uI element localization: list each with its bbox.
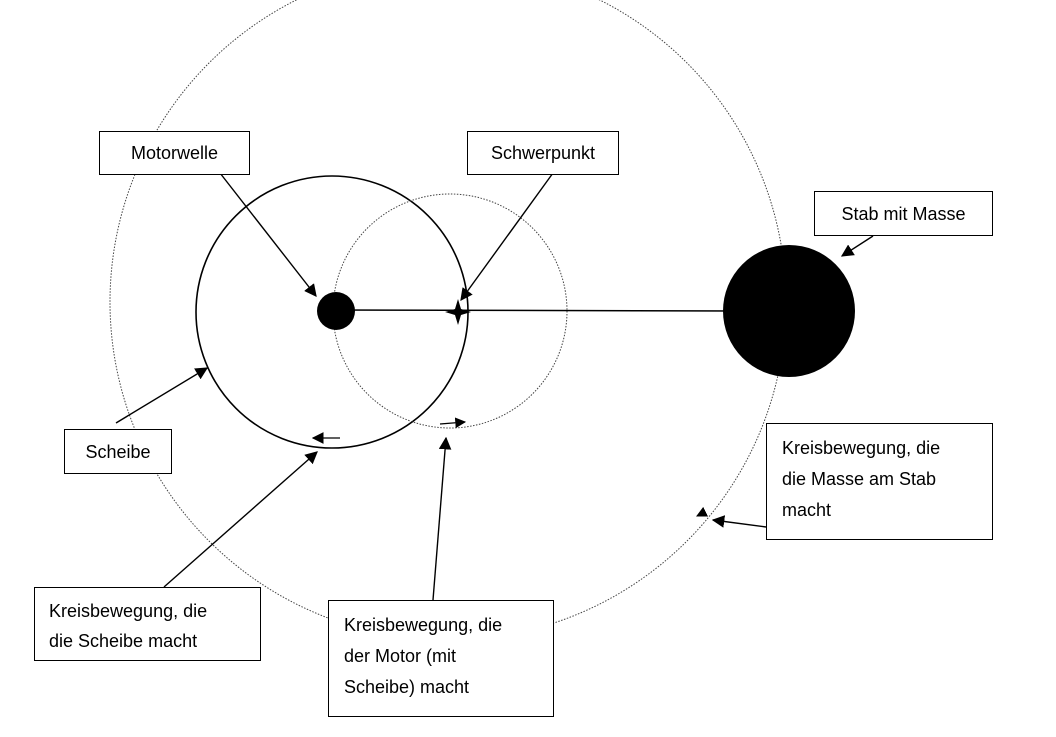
motorwelle-pointer xyxy=(219,172,317,297)
scheibe-pointer xyxy=(115,367,209,424)
rod-line xyxy=(335,309,741,312)
label-kreisbewegung-scheibe: Kreisbewegung, die die Scheibe macht xyxy=(34,587,261,661)
label-schwerpunkt: Schwerpunkt xyxy=(467,131,619,175)
kreis-motor-pointer xyxy=(432,436,452,601)
stab-pointer xyxy=(840,235,874,257)
motor-shaft-dot xyxy=(317,292,355,330)
mass-orbit-circle xyxy=(109,0,787,641)
kreis-scheibe-pointer xyxy=(163,451,318,588)
label-kreisbewegung-motor: Kreisbewegung, die der Motor (mit Scheib… xyxy=(328,600,554,717)
center-of-gravity-star xyxy=(445,299,471,325)
mass-orbit-arrow xyxy=(696,506,709,517)
label-scheibe: Scheibe xyxy=(64,429,172,474)
label-stab-mit-masse: Stab mit Masse xyxy=(814,191,993,236)
label-motorwelle: Motorwelle xyxy=(99,131,250,175)
schwerpunkt-pointer xyxy=(460,172,554,302)
mass-ball xyxy=(723,245,855,377)
label-kreisbewegung-masse: Kreisbewegung, die die Masse am Stab mac… xyxy=(766,423,993,540)
motor-orbit-arrow xyxy=(439,417,467,429)
kreis-masse-pointer xyxy=(711,515,767,528)
